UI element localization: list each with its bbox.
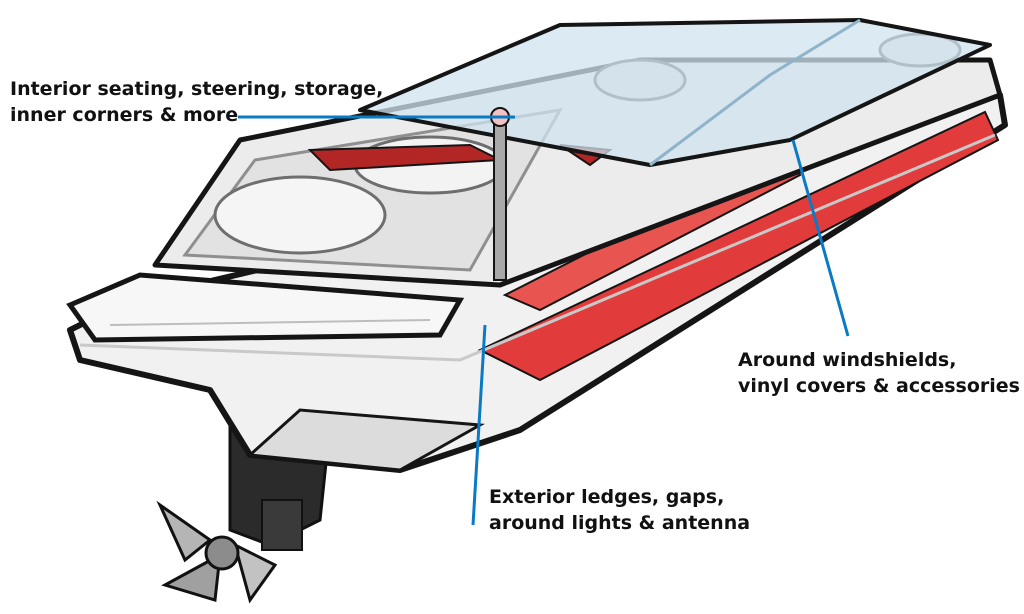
callout-windshield-line2: vinyl covers & accessories <box>738 375 1020 397</box>
callout-exterior: Exterior ledges, gaps, around lights & a… <box>489 484 750 536</box>
callout-lines <box>238 115 850 526</box>
antenna <box>490 107 510 281</box>
callout-interior: Interior seating, steering, storage, inn… <box>10 76 383 128</box>
swim-platform <box>66 272 465 343</box>
windshield <box>358 18 992 167</box>
callout-exterior-line1: Exterior ledges, gaps, <box>489 486 725 508</box>
callout-windshield: Around windshields, vinyl covers & acces… <box>738 347 1020 399</box>
callout-exterior-line2: around lights & antenna <box>489 512 751 534</box>
callout-interior-line2: inner corners & more <box>10 104 239 126</box>
callout-line-windshield <box>791 139 850 337</box>
callout-interior-line1: Interior seating, steering, storage, <box>10 78 384 100</box>
propeller-icon <box>156 500 278 604</box>
callout-line-exterior <box>471 324 487 526</box>
callout-windshield-line1: Around windshields, <box>738 349 957 371</box>
hull <box>67 92 1008 473</box>
